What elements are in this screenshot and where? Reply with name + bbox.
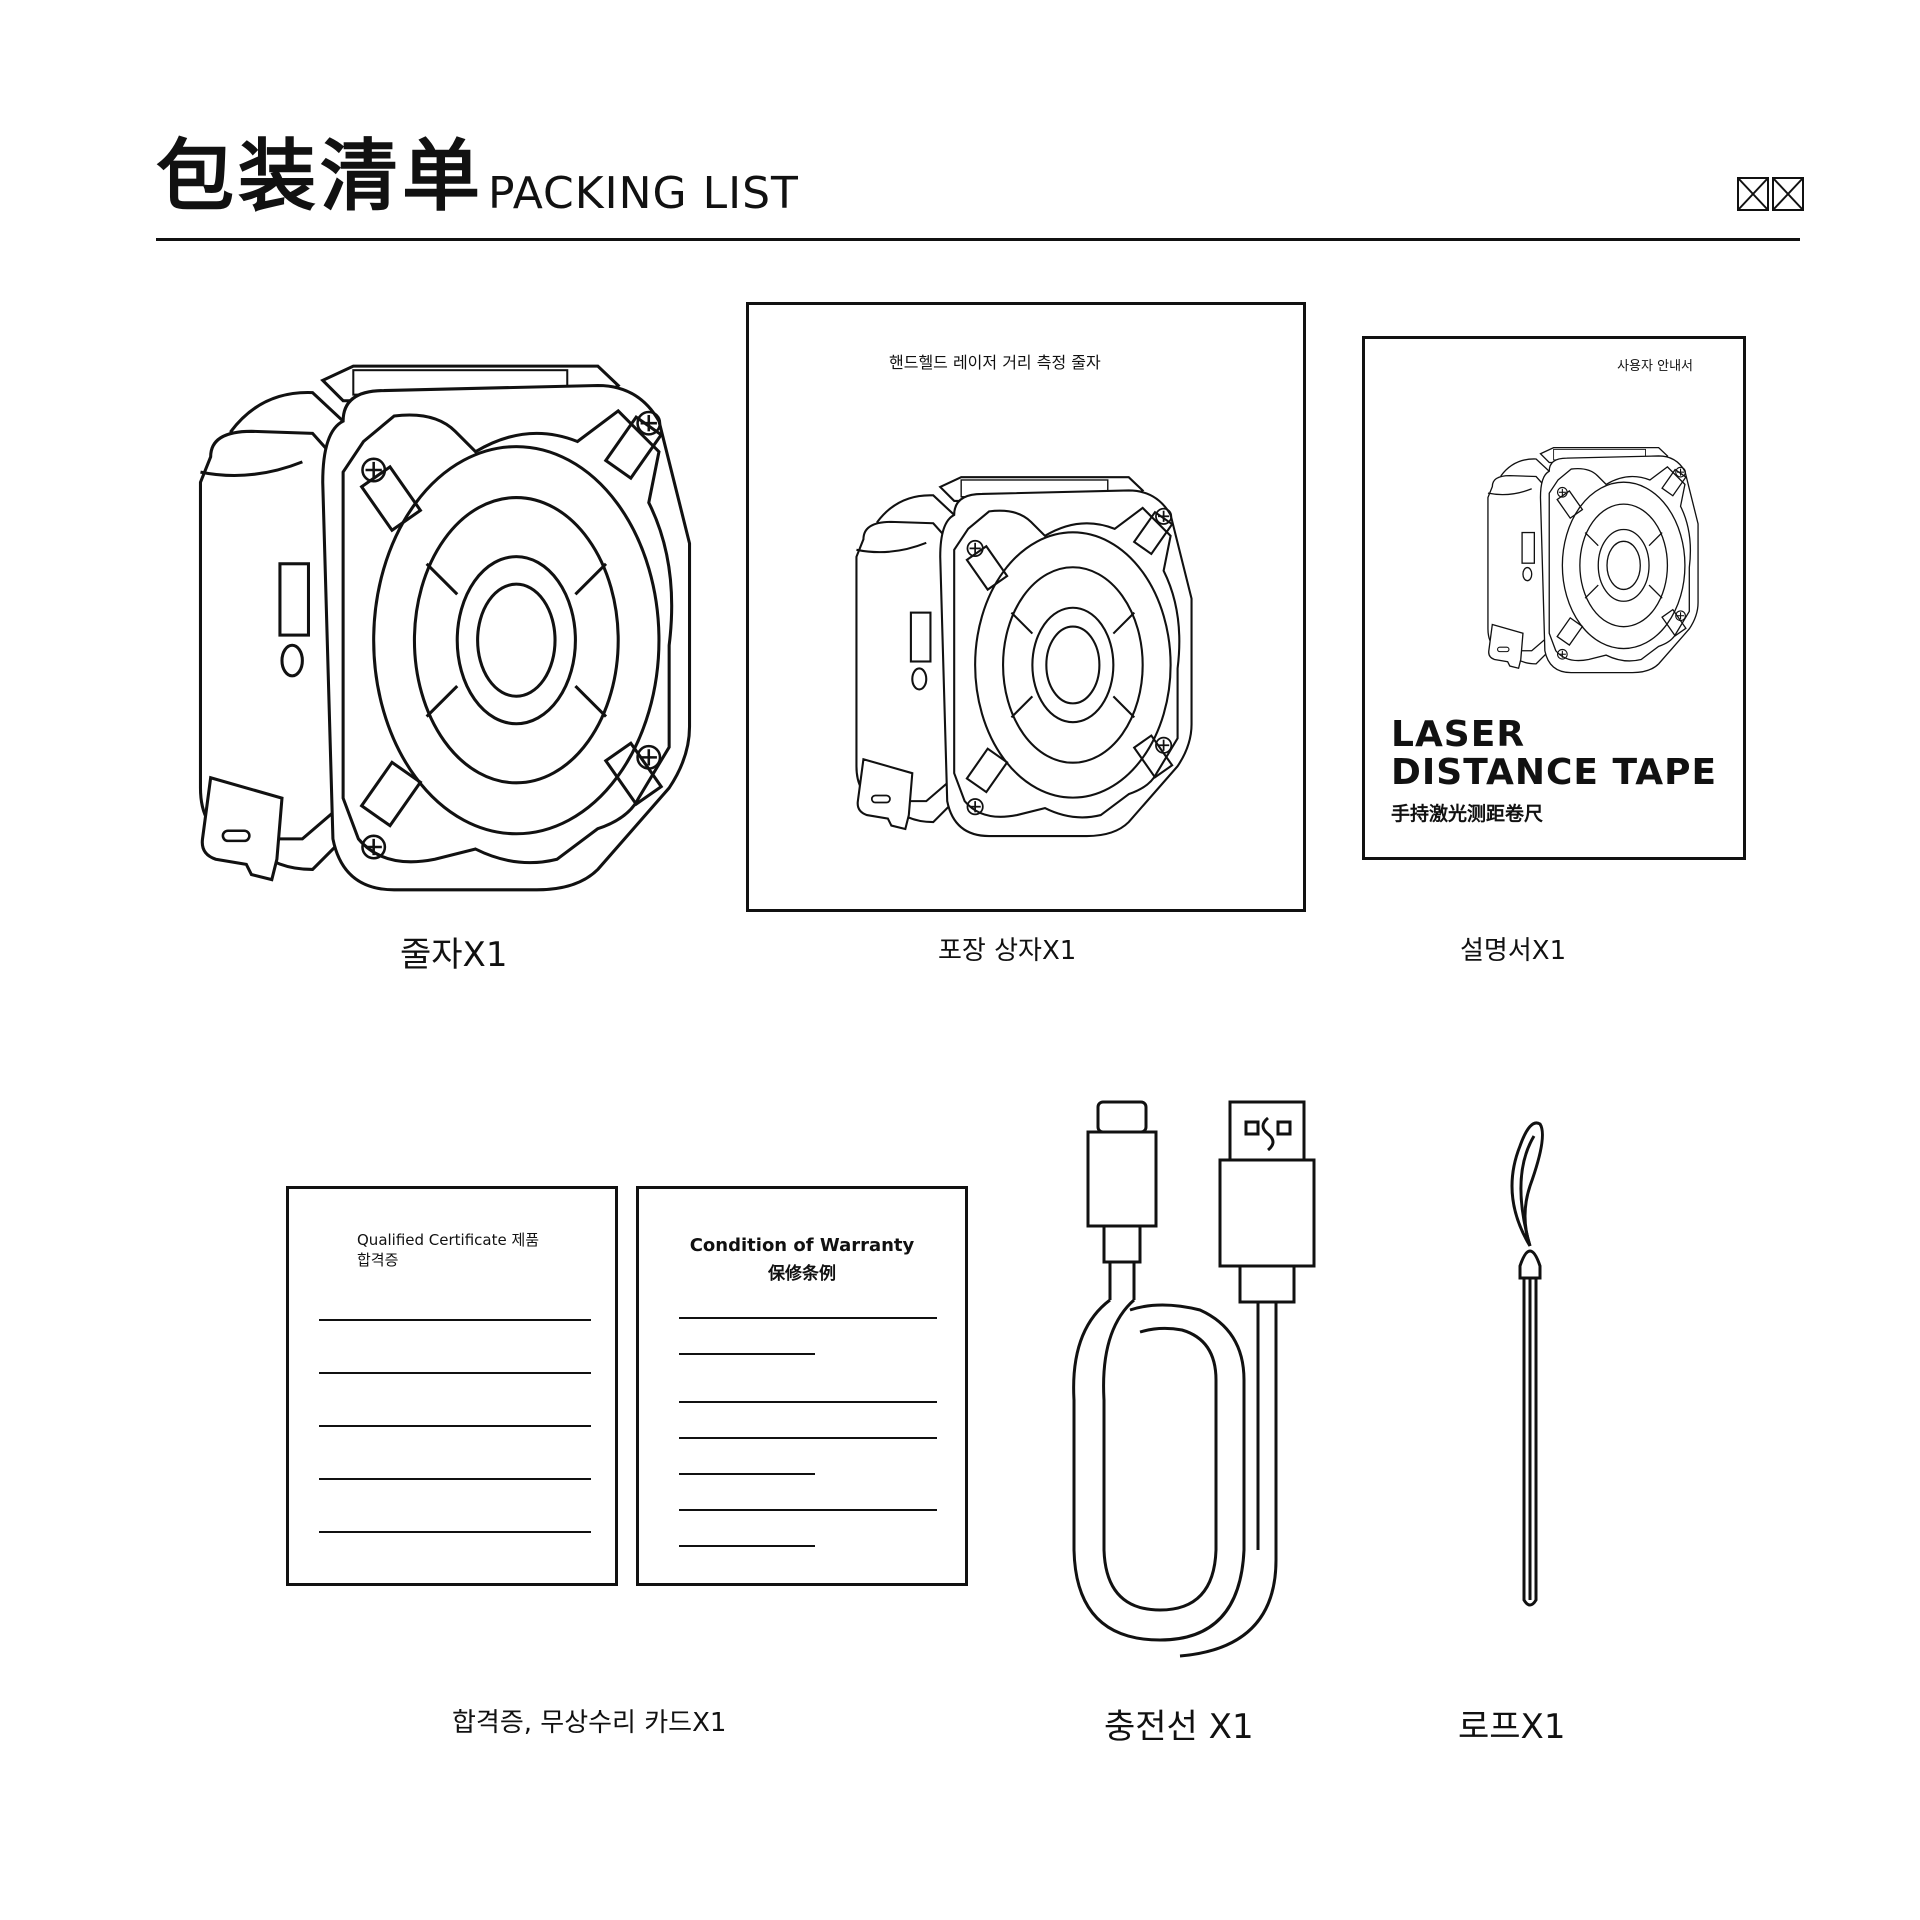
warranty-rule	[679, 1401, 937, 1403]
caption-rope: 로프X1	[1458, 1707, 1566, 1747]
usb-charging-cable-icon	[1072, 1100, 1316, 1658]
caption-manual: 설명서X1	[1460, 936, 1567, 966]
user-manual: 사용자 안내서 LASER DISTANCE TAPE 手持激光测距卷尺	[1362, 336, 1746, 860]
certificate-rule	[319, 1425, 591, 1427]
certificate-card: Qualified Certificate 제품 합격증	[286, 1186, 618, 1586]
caption-cards: 합격증, 무상수리 카드X1	[452, 1708, 727, 1738]
certificate-line2: 합격증	[357, 1251, 399, 1269]
warranty-rule	[679, 1437, 937, 1439]
packaging-box: 핸드헬드 레이저 거리 측정 줄자	[746, 302, 1306, 912]
manual-device-image	[1487, 446, 1699, 674]
warranty-rule	[679, 1317, 937, 1319]
warranty-rule	[679, 1509, 937, 1511]
warranty-line2: 保修条例	[768, 1264, 836, 1284]
certificate-line1: Qualified Certificate 제품	[357, 1231, 540, 1249]
warranty-rule	[679, 1545, 815, 1547]
page-title-en: PACKING LIST	[488, 168, 799, 219]
box-device-image	[855, 476, 1193, 838]
warranty-card: Condition of Warranty 保修条例	[636, 1186, 968, 1586]
manual-title-line1: LASER	[1391, 714, 1526, 755]
warranty-rule	[679, 1473, 815, 1475]
certificate-rule	[319, 1319, 591, 1321]
caption-cable: 충전선 X1	[1104, 1707, 1254, 1747]
manual-title-line2: DISTANCE TAPE	[1391, 752, 1718, 793]
certificate-rule	[319, 1531, 591, 1533]
caption-tape: 줄자X1	[400, 935, 508, 975]
title-divider	[156, 238, 1800, 241]
manual-top-label: 사용자 안내서	[1617, 359, 1693, 374]
warranty-rule	[679, 1353, 815, 1355]
page-title-cn: 包装清单	[156, 132, 485, 222]
manual-subtitle: 手持激光测距卷尺	[1391, 803, 1544, 825]
warranty-line1: Condition of Warranty	[689, 1235, 915, 1256]
certificate-rule	[319, 1478, 591, 1480]
certificate-rule	[319, 1372, 591, 1374]
box-label: 핸드헬드 레이저 거리 측정 줄자	[889, 353, 1101, 372]
tape-measure-illustration	[198, 364, 692, 892]
corner-boxes-icon	[1737, 177, 1804, 211]
caption-box: 포장 상자X1	[938, 936, 1077, 966]
lanyard-icon	[1510, 1121, 1544, 1607]
